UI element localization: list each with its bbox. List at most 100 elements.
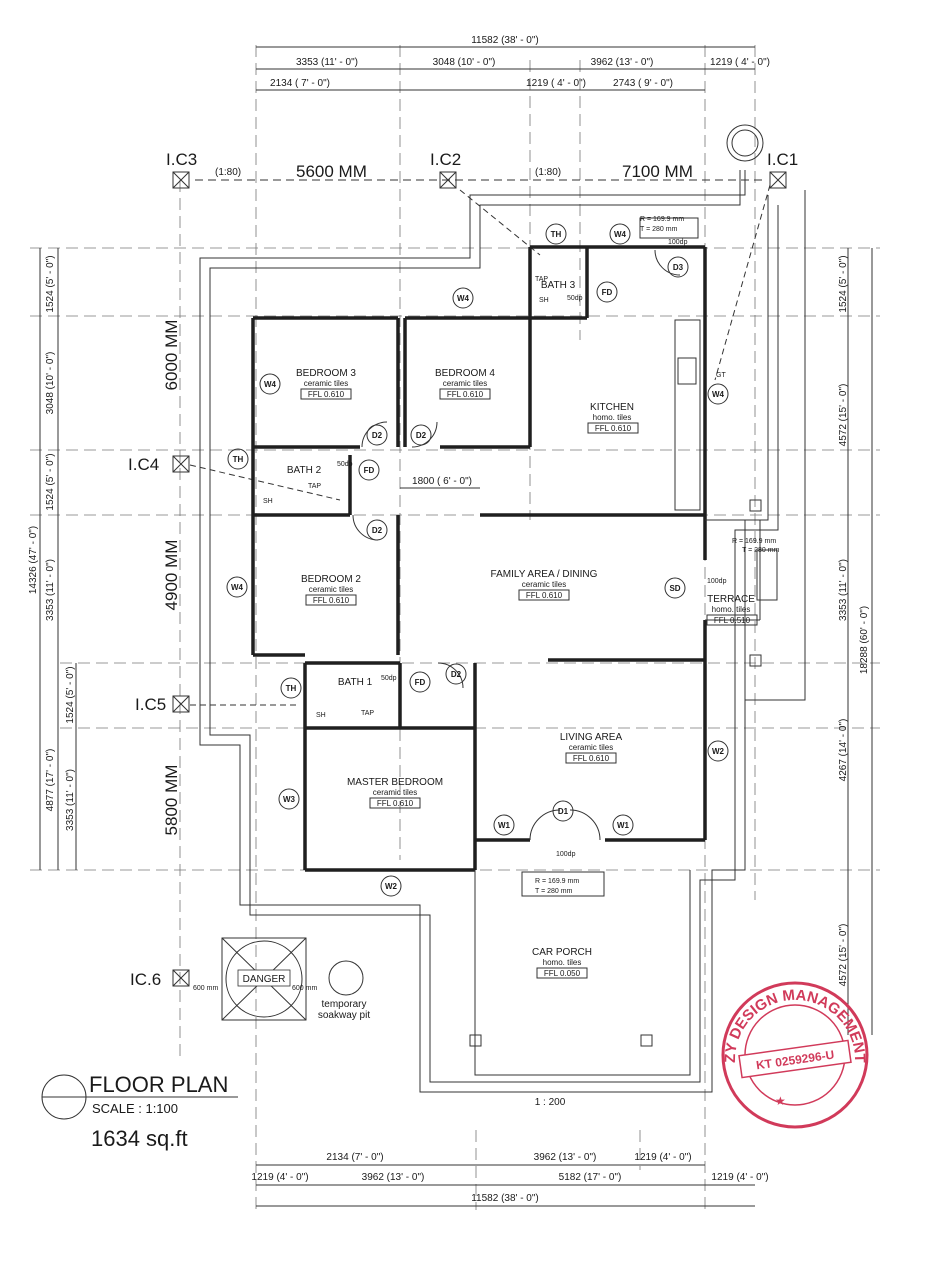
room-kitchen-name: KITCHEN (590, 402, 634, 413)
room-master-material: ceramic tiles (373, 788, 417, 797)
room-bedroom3-material: ceramic tiles (304, 379, 348, 388)
dim-bottom-overall: 11582 (38' - 0") (471, 1193, 539, 1204)
ic4-box (172, 455, 190, 473)
label-tap-bath1: TAP (361, 710, 374, 717)
room-family-ffl: FFL 0.610 (526, 591, 563, 600)
label-ic1: I.C1 (767, 150, 798, 169)
dim-bottom-c: 1219 (4' - 0") (634, 1152, 691, 1163)
label-100dp-front: 100dp (556, 851, 576, 858)
dim-left-outer: 14326 (47' - 0") (28, 526, 39, 594)
dim-left-e: 4877 (17' - 0") (45, 749, 56, 812)
dim-top-c: 3962 (13' - 0") (591, 57, 654, 68)
ic6-box (172, 969, 190, 987)
tag-th-bath3: TH (551, 230, 562, 239)
stamp-star-icon: ★ (775, 1094, 786, 1108)
tag-w4-b2: W4 (231, 583, 244, 592)
dim-bottom-d: 1219 (4' - 0") (251, 1172, 308, 1183)
label-danger: DANGER (243, 974, 286, 985)
ic1-box (769, 171, 787, 189)
dim-top-f: 1219 ( 4' - 0") (526, 78, 586, 89)
tag-w3: W3 (283, 795, 296, 804)
stair-t-front: T = 280 mm (535, 888, 573, 895)
stairs (521, 217, 699, 897)
label-soakaway-2: soakway pit (318, 1010, 370, 1021)
tag-w4-kitchen: W4 (712, 390, 725, 399)
label-100dp-terrace: 100dp (707, 578, 727, 585)
room-master-ffl: FFL 0.610 (377, 799, 414, 808)
dist-5800: 5800 MM (162, 765, 181, 836)
septic-area: DANGER 600 mm 600 mm temporary soakway p… (193, 937, 370, 1021)
room-family-material: ceramic tiles (522, 580, 566, 589)
tag-w4-top: W4 (614, 230, 627, 239)
room-bedroom2-name: BEDROOM 2 (301, 574, 361, 585)
room-terrace-name: TERRACE (707, 594, 755, 605)
room-carporch-material: homo. tiles (543, 958, 582, 967)
dim-bottom-e: 3962 (13' - 0") (362, 1172, 425, 1183)
ratio-left: (1:80) (215, 167, 241, 178)
dim-bottom-b: 3962 (13' - 0") (534, 1152, 597, 1163)
dim-left-b: 3048 (10' - 0") (45, 352, 56, 415)
stair-r-front: R = 169.9 mm (535, 878, 579, 885)
grid-lines (30, 45, 880, 1210)
room-bedroom2-ffl: FFL 0.610 (313, 596, 350, 605)
room-bedroom3-name: BEDROOM 3 (296, 368, 356, 379)
tag-w1-right: W1 (617, 821, 630, 830)
room-bath3-name: BATH 3 (541, 280, 576, 291)
dim-left-d: 3353 (11' - 0") (45, 559, 56, 621)
dim-left-a: 1524 (5' - 0") (45, 255, 56, 312)
label-ic3: I.C3 (166, 150, 197, 169)
tag-d1: D1 (558, 807, 569, 816)
dim-top-g: 2743 ( 9' - 0") (613, 78, 673, 89)
tag-w4-left: W4 (264, 380, 277, 389)
title-scale: SCALE : 1:100 (92, 1101, 178, 1116)
room-labels: BEDROOM 3 ceramic tiles FFL 0.610 BEDROO… (287, 280, 758, 979)
room-bedroom3-ffl: FFL 0.610 (308, 390, 345, 399)
stair-t-top: T = 280 mm (640, 226, 678, 233)
dist-5600: 5600 MM (296, 162, 367, 181)
dim-corridor: 1800 ( 6' - 0") (412, 476, 472, 487)
dim-top-b: 3048 (10' - 0") (433, 57, 496, 68)
room-bath1-name: BATH 1 (338, 677, 373, 688)
tag-d3: D3 (673, 263, 684, 272)
ic2-box (439, 171, 457, 189)
label-ic4: I.C4 (128, 455, 159, 474)
dim-bottom-f: 5182 (17' - 0") (559, 1172, 622, 1183)
label-tap-bath2: TAP (308, 483, 321, 490)
title-area: 1634 sq.ft (91, 1126, 188, 1151)
label-100dp-top: 100dp (668, 239, 688, 246)
dim-top-e: 2134 ( 7' - 0") (270, 78, 330, 89)
columns (469, 499, 762, 1047)
room-living-ffl: FFL 0.610 (573, 754, 610, 763)
dist-4900: 4900 MM (162, 540, 181, 611)
stair-r-top: R = 169.9 mm (640, 216, 684, 223)
top-dimensions: 11582 (38' - 0") 3353 (11' - 0") 3048 (1… (256, 35, 770, 91)
dim-top-overall: 11582 (38' - 0") (471, 35, 539, 46)
door-swings (352, 249, 681, 841)
tags: TH W4 D3 FD W4 W4 W4 D2 D2 TH FD D2 W4 S… (226, 223, 729, 897)
label-ic5: I.C5 (135, 695, 166, 714)
stair-t-terrace: T = 280 mm (742, 547, 780, 554)
room-bedroom4-ffl: FFL 0.610 (447, 390, 484, 399)
room-terrace-ffl: FFL 0.510 (714, 616, 751, 625)
tag-d2-master: D2 (451, 670, 462, 679)
label-sh-bath3: SH (539, 297, 549, 304)
company-stamp: ZY DESIGN MANAGEMENT KT 0259296-U ★ (721, 981, 869, 1129)
tag-w4-mid: W4 (457, 294, 470, 303)
label-50dp-bath2: 50dp (337, 461, 353, 468)
tag-sd: SD (669, 584, 680, 593)
ic3-box (172, 171, 190, 189)
dim-right-a: 1524 (5' - 0") (838, 255, 849, 312)
label-gt: GT (716, 372, 726, 379)
tag-th-bath2: TH (233, 455, 244, 464)
fixture-labels: GT 50dp 50dp 50dp 100dp 100dp 100dp SH T… (263, 239, 727, 858)
room-carporch-name: CAR PORCH (532, 947, 592, 958)
dist-6000: 6000 MM (162, 320, 181, 391)
tag-w2-master: W2 (385, 882, 398, 891)
tag-th-bath1: TH (286, 684, 297, 693)
tag-d2-b4: D2 (416, 431, 427, 440)
left-dimensions: 14326 (47' - 0") 1524 (5' - 0") 3048 (10… (28, 248, 77, 870)
room-master-name: MASTER BEDROOM (347, 777, 443, 788)
label-tap-bath3: TAP (535, 276, 548, 283)
label-50dp-bath3: 50dp (567, 295, 583, 302)
label-ic6: IC.6 (130, 970, 161, 989)
